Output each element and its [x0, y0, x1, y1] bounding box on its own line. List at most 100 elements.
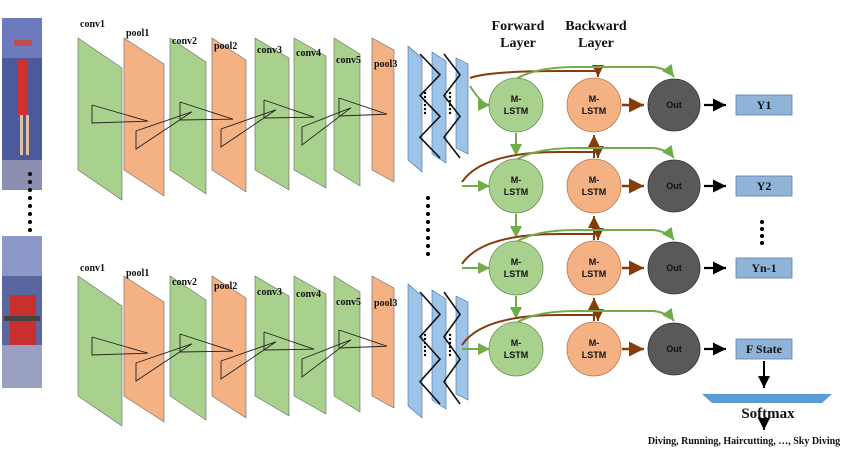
bottom-pool3-label: pool3 [374, 298, 397, 309]
row0-forward-to-out-arrow [515, 63, 675, 80]
top-fc-dot-b-2 [448, 99, 452, 103]
output-box-1 [735, 175, 793, 197]
row3-out-node [647, 322, 701, 376]
bottom-fc-dot-b-3 [448, 345, 452, 349]
output-box-2 [735, 257, 793, 279]
row0-forward-lstm-label1: M- [511, 94, 522, 104]
classes-label: Diving, Running, Haircutting, …, Sky Div… [648, 436, 840, 447]
bottom-fc-dot-0 [423, 333, 427, 337]
outputs-ellipsis [760, 220, 764, 245]
row3-forward-lstm-label1: M- [511, 338, 522, 348]
row1-forward-lstm-node [488, 158, 544, 214]
fc-block-top [407, 45, 469, 173]
row2-out-node [647, 241, 701, 295]
top-fc-dot-b-3 [448, 103, 452, 107]
top-fc-dot-0 [423, 91, 427, 95]
bottom-conv1-layer [77, 275, 123, 427]
top-fc-zigzag-1 [442, 53, 462, 159]
row0-forward-lstm-label2: LSTM [504, 106, 529, 116]
top-connection-line-6 [338, 97, 388, 115]
input-frame-bottom [2, 236, 42, 388]
bottom-connection-0 [91, 337, 149, 356]
output-label-2: Yn-1 [751, 261, 776, 275]
bottom-conv1-label: conv1 [80, 263, 105, 274]
bottom-fc-dot-4 [423, 349, 427, 353]
top-conv3-layer [254, 37, 290, 191]
bottom-connection-6 [338, 330, 388, 349]
row3-backward-input-arrow [461, 309, 604, 346]
bottom-connection-line-2 [179, 333, 234, 352]
row0-out-label: Out [666, 100, 682, 110]
bottom-connection-line-1 [135, 343, 193, 364]
bottom-fc-dot-b-1 [448, 337, 452, 341]
bottom-fc-dot-b-4 [448, 349, 452, 353]
top-fc-zigzag-0 [418, 53, 442, 159]
bottom-conv2-layer [169, 275, 207, 421]
top-fc-dot-b-4 [448, 107, 452, 111]
top-conv3-label: conv3 [257, 45, 282, 56]
top-fc-dot-1 [423, 95, 427, 99]
top-connection-1 [135, 111, 193, 150]
top-fc-dot-3 [423, 103, 427, 107]
row3-forward-lstm-node [488, 321, 544, 377]
top-conv2-layer [169, 37, 207, 195]
bottom-fc-zigzag-0 [418, 291, 442, 405]
bottom-connection-4 [263, 332, 315, 351]
row2-forward-lstm-label1: M- [511, 257, 522, 267]
top-pool2-layer [211, 37, 247, 193]
bottom-connection-line-6 [338, 329, 388, 347]
top-fc-dot-b-1 [448, 95, 452, 99]
top-connection-5 [301, 107, 352, 146]
bottom-fc-dot-b-5 [448, 353, 452, 357]
bottom-conv4-label: conv4 [296, 289, 321, 300]
bottom-fc-dot-b-2 [448, 341, 452, 345]
bottom-fc-dot-b-0 [448, 333, 452, 337]
output-box-3 [735, 338, 793, 360]
lstm-grid: M-LSTMM-LSTMOutM-LSTMM-LSTMOutM-LSTMM-LS… [461, 63, 701, 377]
top-conv4-layer [293, 37, 327, 189]
row2-forward-lstm-node [488, 240, 544, 296]
bottom-pool2-label: pool2 [214, 281, 237, 292]
bottom-connection-line-0 [91, 336, 149, 354]
row1-backward-input-arrow [461, 146, 604, 183]
row3-backward-lstm-label2: LSTM [582, 350, 607, 360]
top-conv5-layer [333, 37, 361, 187]
row0-input-arrow [469, 85, 491, 111]
bottom-fc-zigzag-1 [443, 291, 461, 405]
row2-backward-lstm-node [566, 240, 622, 296]
bottom-fc-column-0 [407, 283, 423, 419]
top-connection-2 [179, 102, 234, 121]
bottom-connection-2 [179, 334, 234, 353]
output-label-1: Y2 [757, 179, 772, 193]
bottom-conv3-label: conv3 [257, 287, 282, 298]
row0-backward-lstm-label1: M- [589, 94, 600, 104]
row0-backward-lstm-label2: LSTM [582, 106, 607, 116]
row2-out-label: Out [666, 263, 682, 273]
bottom-fc-dot-1 [423, 337, 427, 341]
forward-header-line1: Forward [492, 19, 545, 34]
top-connection-line-5 [301, 107, 352, 128]
top-connection-line-0 [91, 104, 149, 122]
top-conv1-layer [77, 37, 123, 201]
top-pool3-layer [371, 37, 395, 183]
row3-backward-lstm-node [566, 321, 622, 377]
row1-backward-lstm-node [566, 158, 622, 214]
bottom-connection-line-3 [220, 341, 277, 362]
output-label-3: F State [746, 342, 783, 356]
output-label-0: Y1 [757, 98, 772, 112]
top-fc-column-2 [455, 57, 469, 155]
top-fc-dot-4 [423, 107, 427, 111]
top-pool1-label: pool1 [126, 28, 149, 39]
row0-out-node [647, 78, 701, 132]
top-pool2-label: pool2 [214, 41, 237, 52]
row2-backward-lstm-label1: M- [589, 257, 600, 267]
bottom-pool1-label: pool1 [126, 268, 149, 279]
bottom-connection-3 [220, 341, 277, 380]
row0-backward-input-arrow [469, 65, 604, 79]
top-conv1-label: conv1 [80, 19, 105, 30]
bottom-pool2-layer [211, 275, 247, 419]
backward-header-line1: Backward [565, 19, 627, 34]
